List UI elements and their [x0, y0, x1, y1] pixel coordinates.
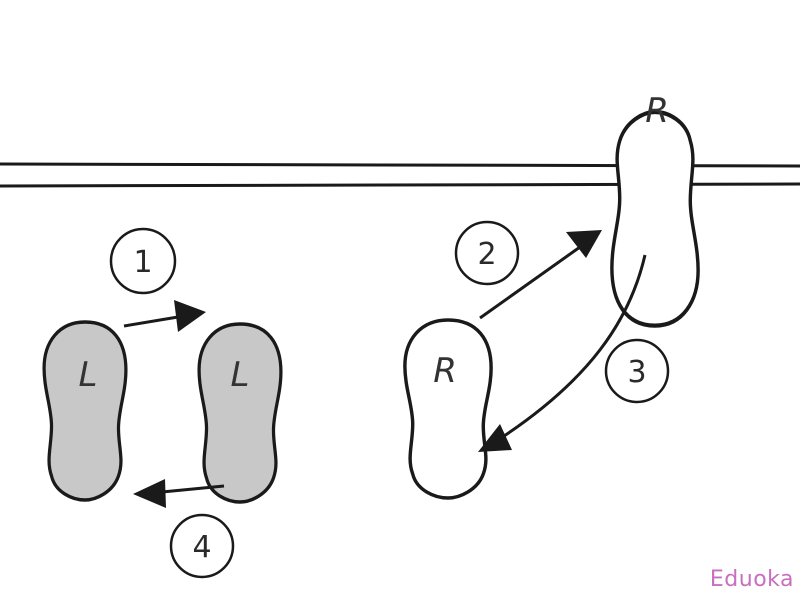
step-number-4: 4 [192, 530, 211, 565]
foot-right-end-label: R [645, 91, 669, 131]
foot-right-end [612, 112, 698, 326]
foot-right-start [403, 318, 493, 500]
step-marker-4: 4 [169, 513, 235, 579]
arrowhead-2 [566, 230, 602, 258]
watermark-logo: Eduoka [709, 567, 794, 592]
foot-left-end [197, 322, 283, 504]
foot-left-end-label: L [231, 355, 250, 395]
step-marker-3: 3 [604, 338, 670, 404]
step-marker-1: 1 [109, 227, 177, 295]
step-arrow-1 [123, 300, 206, 332]
step-number-2: 2 [477, 237, 496, 272]
step-arrow-3 [478, 254, 647, 452]
step-number-1: 1 [133, 245, 152, 280]
arrowhead-4 [133, 479, 166, 508]
foot-left-start-label: L [79, 355, 98, 395]
step-number-3: 3 [627, 355, 646, 390]
foot-left-start [42, 320, 128, 502]
arrowhead-1 [174, 300, 206, 332]
foot-right-start-label: R [433, 351, 457, 391]
step-arrow-2 [479, 230, 602, 320]
step-arrow-4 [133, 479, 225, 508]
step-marker-2: 2 [454, 220, 520, 286]
arrowhead-3 [478, 424, 512, 452]
